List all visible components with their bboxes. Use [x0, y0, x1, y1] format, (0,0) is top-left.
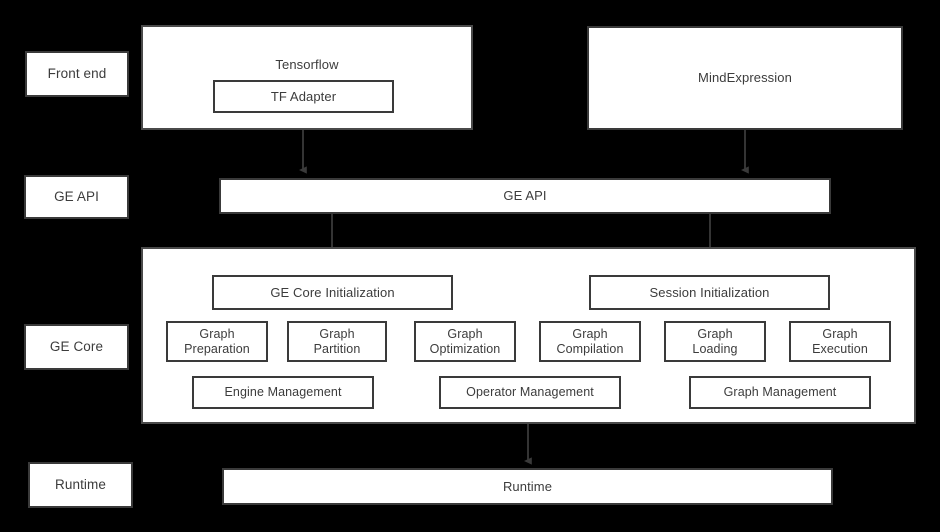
layer-label-front-end: Front end [25, 51, 129, 97]
graph-compilation-line1: Graph [572, 326, 608, 341]
graph-preparation-box[interactable]: Graph Preparation [166, 321, 268, 362]
graph-management-box[interactable]: Graph Management [689, 376, 871, 409]
graph-optimization-line1: Graph [447, 326, 483, 341]
graph-compilation-line2: Compilation [556, 341, 624, 356]
ge-api-bar[interactable]: GE API [219, 178, 831, 214]
graph-optimization-box[interactable]: Graph Optimization [414, 321, 516, 362]
graph-execution-line1: Graph [822, 326, 858, 341]
tensorflow-container: Tensorflow [141, 25, 473, 130]
operator-management-box[interactable]: Operator Management [439, 376, 621, 409]
mindexpression-box[interactable]: MindExpression [587, 26, 903, 130]
graph-optimization-line2: Optimization [429, 341, 501, 356]
graph-loading-line2: Loading [692, 341, 738, 356]
graph-partition-box[interactable]: Graph Partition [287, 321, 387, 362]
graph-partition-line2: Partition [313, 341, 361, 356]
layer-label-ge-api: GE API [24, 175, 129, 219]
ge-core-initialization-box[interactable]: GE Core Initialization [212, 275, 453, 310]
graph-partition-line1: Graph [319, 326, 355, 341]
graph-preparation-line2: Preparation [184, 341, 250, 356]
graph-preparation-line1: Graph [199, 326, 235, 341]
tf-adapter-box[interactable]: TF Adapter [213, 80, 394, 113]
session-initialization-box[interactable]: Session Initialization [589, 275, 830, 310]
graph-loading-line1: Graph [697, 326, 733, 341]
graph-compilation-box[interactable]: Graph Compilation [539, 321, 641, 362]
runtime-bar[interactable]: Runtime [222, 468, 833, 505]
layer-label-runtime: Runtime [28, 462, 133, 508]
graph-execution-line2: Execution [812, 341, 868, 356]
engine-management-box[interactable]: Engine Management [192, 376, 374, 409]
graph-execution-box[interactable]: Graph Execution [789, 321, 891, 362]
tensorflow-label: Tensorflow [275, 57, 339, 72]
layer-label-ge-core: GE Core [24, 324, 129, 370]
graph-loading-box[interactable]: Graph Loading [664, 321, 766, 362]
